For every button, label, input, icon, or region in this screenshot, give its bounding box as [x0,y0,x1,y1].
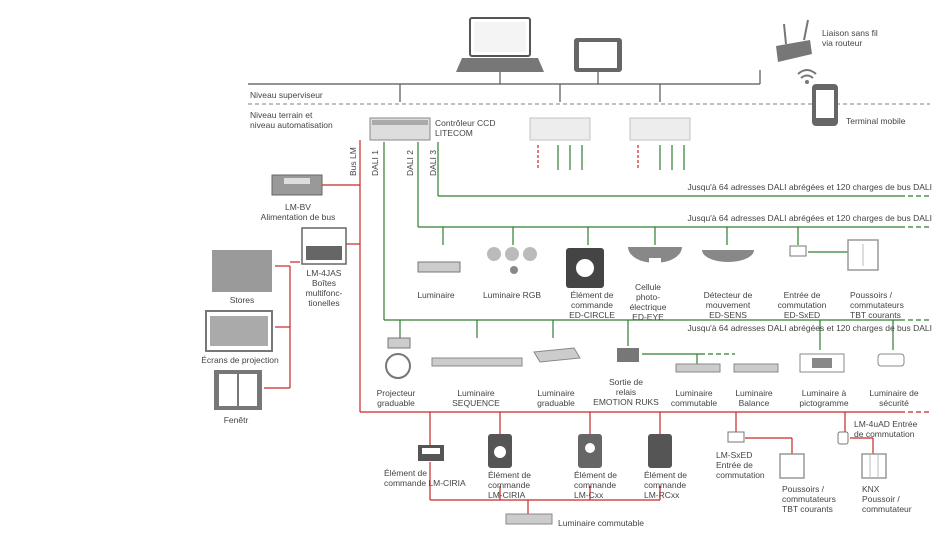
pictogram-luminaire-icon [799,353,845,373]
lm-ciria-icon [488,434,512,468]
fenetre-label: Fenêtr [223,415,249,425]
bottom-luminaire-label: Luminaire commutable [558,518,644,528]
wireless-label: Liaison sans fil via routeur [822,28,878,48]
ed-sens-icon [702,250,754,262]
dali2-device-label: Poussoirs / commutateurs TBT courants [850,290,904,320]
bus-device-label: Élément de commande LM-RCxx [644,470,687,500]
ed-sxed-icon [789,245,807,257]
projection-screen-icon [205,310,273,352]
wireless-router-icon [776,19,817,84]
ed-circle-icon [566,248,604,288]
field-level-label: Niveau terrain et niveau automatisation [250,110,333,130]
dali2-device-label: Élément de commande ED-CIRCLE [569,290,615,320]
bus-lm-label: Bus LM [348,147,358,176]
dali1-device-label: Luminaire SEQUENCE [452,388,500,408]
dali1-label: DALI 1 [370,150,380,176]
lm-4uad-icon [837,431,849,445]
lm-4uad-label: LM-4uAD Entrée de commutation [854,419,918,439]
bus-device-label: Élément de commande LM-CIRIA [384,468,466,488]
controller-label: Contrôleur CCD LITECOM [435,118,496,138]
relay-output-icon [617,348,639,362]
luminaire-rgb-icon [487,247,537,274]
bus-device-label: KNX Poussoir / commutateur [862,484,912,514]
sequence-luminaire-icon [431,357,523,367]
switchable-luminaire-bottom-icon [505,513,553,525]
dali2-device-label: Luminaire [417,290,455,300]
dali1-device-label: Sortie de relais EMOTION RUKS [593,377,659,407]
lm-sxed-icon [727,431,745,443]
dali2-device-label: Détecteur de mouvement ED-SENS [703,290,753,320]
controller-2-icon [529,117,591,141]
laptop-icon [456,17,544,72]
stores-icon [212,250,272,292]
dali1-device-label: Luminaire de sécurité [869,388,919,408]
dali2-note: Jusqu'à 64 adresses DALI abrégées et 120… [687,213,933,223]
luminaire-icon [417,261,461,273]
dali3-label: DALI 3 [428,150,438,176]
dali2-device-label: Luminaire RGB [482,290,542,300]
supervisor-level-label: Niveau superviseur [250,90,323,100]
dali2-label: DALI 2 [405,150,415,176]
lm-bv-icon [271,174,323,196]
lm-4jas-label: LM-4JAS Boîtes multifonc- tionelles [305,268,343,308]
dali1-device-label: Luminaire Balance [735,388,773,408]
pushbutton-icon [847,239,879,271]
dali1-device-label: Luminaire commutable [670,388,718,408]
lm-rcxx-icon [648,434,672,468]
switchable-luminaire-icon [675,363,721,373]
stores-label: Stores [229,295,255,305]
dimmable-luminaire-icon [533,347,581,363]
dali1-device-label: Luminaire graduable [537,388,575,408]
bus-device-label: Élément de commande LM-Cxx [574,470,617,500]
pushbutton-2-icon [779,453,805,479]
mobile-terminal-icon [812,84,838,126]
controller-3-icon [629,117,691,141]
dali1-device-label: Luminaire à pictogramme [799,388,849,408]
ecrans-label: Écrans de projection [201,355,279,365]
knx-pushbutton-icon [861,453,887,479]
dali3-note: Jusqu'à 64 adresses DALI abrégées et 120… [687,182,933,192]
ed-eye-icon [628,247,682,264]
bus-device-label: Élément de commande LM-CIRIA [488,470,531,500]
touch-panel-icon [574,38,622,72]
mobile-terminal-label: Terminal mobile [846,116,906,126]
dali2-device-label: Entrée de commutation ED-SxED [777,290,827,320]
lm-cxx-icon [578,434,602,468]
window-icon [214,370,262,410]
emergency-luminaire-icon [877,353,905,367]
dali2-device-label: Cellule photo- électrique ED-EYE [629,282,667,322]
lm-bv-label: LM-BV Alimentation de bus [260,202,336,222]
lm-ciria-panel-icon [418,445,444,461]
litecom-controller-icon [369,117,431,141]
bus-device-label: Poussoirs / commutateurs TBT courants [782,484,836,514]
balance-luminaire-icon [733,363,779,373]
lm-4jas-icon [301,227,347,265]
dali1-device-label: Projecteur graduable [376,388,416,408]
bus-device-label: LM-SxED Entrée de commutation [716,450,765,480]
projector-icon [385,337,411,379]
dali1-note: Jusqu'à 64 adresses DALI abrégées et 120… [687,323,933,333]
